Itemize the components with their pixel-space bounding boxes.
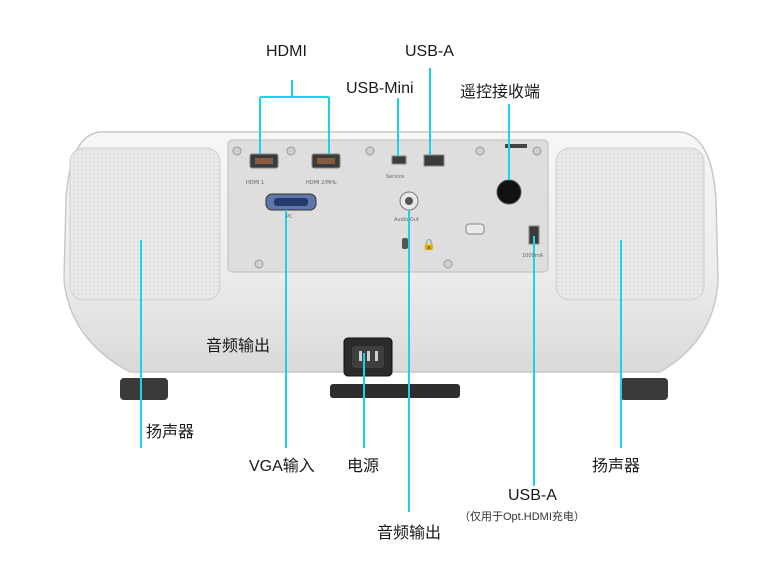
callout-remote-receiver: 遥控接收端 — [460, 84, 541, 101]
service-mark: Service — [386, 174, 404, 180]
callout-usb-a-bottom: USB-A — [508, 487, 557, 504]
audio-out-mark: Audio Out — [394, 217, 419, 223]
remote-sensor-top-bar — [505, 144, 527, 148]
screw — [532, 146, 542, 156]
callout-audio-out-left: 音频输出 — [206, 338, 271, 355]
callout-vga-in: VGA输入 — [249, 458, 315, 475]
remote-sensor — [496, 179, 522, 205]
screw — [232, 146, 242, 156]
screw — [365, 146, 375, 156]
callout-usb-mini: USB-Mini — [346, 80, 414, 97]
callout-power: 电源 — [347, 458, 380, 475]
screw — [443, 259, 453, 269]
foot-right — [620, 378, 668, 400]
leader-lines — [140, 68, 622, 512]
screw — [286, 146, 296, 156]
screw — [254, 259, 264, 269]
base-strip — [330, 384, 460, 398]
screw — [475, 146, 485, 156]
foot-left — [120, 378, 168, 400]
security-slot — [402, 238, 408, 249]
pc-mark: PC — [286, 214, 293, 220]
speaker-grill-left — [69, 147, 221, 301]
speaker-grill-right — [555, 147, 705, 301]
callout-audio-out-bottom: 音频输出 — [377, 525, 442, 542]
callout-usb-a-top: USB-A — [405, 43, 454, 60]
current-mark: 1000mA — [522, 253, 544, 259]
connector-panel — [227, 139, 549, 273]
callout-speaker-left: 扬声器 — [146, 424, 195, 441]
usb-a-port[interactable] — [423, 154, 445, 167]
panel-slot — [465, 223, 485, 235]
callout-speaker-right: 扬声器 — [592, 458, 641, 475]
callout-usb-a-note: （仅用于Opt.HDMI充电） — [459, 511, 585, 523]
svg-text:🔒: 🔒 — [422, 238, 436, 251]
hdmi2-mark: HDMI 2/MHL — [306, 180, 337, 186]
usb-mini-port[interactable] — [391, 155, 407, 165]
callout-hdmi: HDMI — [266, 43, 307, 60]
hdmi1-mark: HDMI 1 — [246, 180, 264, 186]
